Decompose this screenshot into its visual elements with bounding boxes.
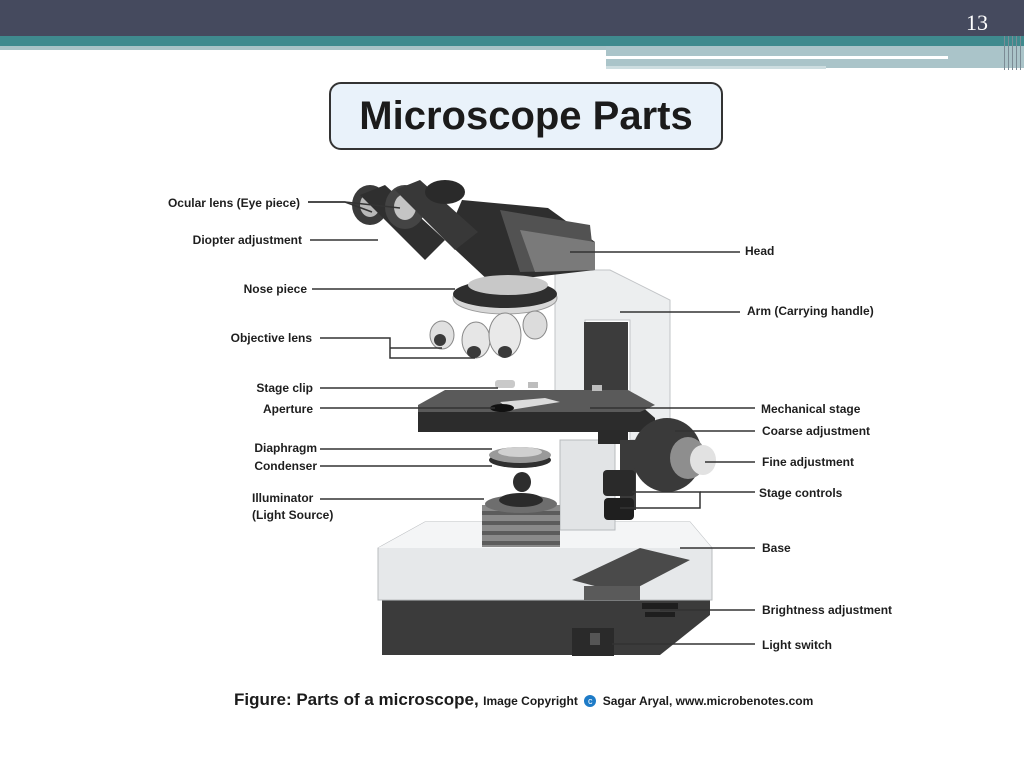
caption-copyright-prefix: Image Copyright — [483, 694, 578, 708]
label-fine-adjustment: Fine adjustment — [762, 455, 855, 469]
caption-copyright-owner: Sagar Aryal, www.microbenotes.com — [602, 694, 814, 708]
label-stage-clip: Stage clip — [256, 381, 313, 395]
header-decorative-lines — [1004, 36, 1024, 70]
objective-lens-drawing — [429, 310, 548, 359]
label-base: Base — [762, 541, 791, 555]
label-arm: Arm (Carrying handle) — [747, 304, 874, 318]
header-accent-strip-left — [0, 46, 606, 50]
copyright-icon: c — [584, 695, 597, 707]
microscope-head — [445, 200, 595, 282]
nosepiece-drawing — [429, 275, 558, 359]
eyepieces-drawing — [352, 180, 478, 260]
figure-caption: Figure: Parts of a microscope, Image Cop… — [234, 690, 813, 710]
condenser-drawing — [489, 447, 551, 468]
label-leader-lines — [308, 201, 755, 645]
label-nose-piece: Nose piece — [243, 282, 307, 296]
label-light-source: (Light Source) — [252, 508, 334, 522]
label-mechanical-stage: Mechanical stage — [761, 402, 861, 416]
microscope-base — [377, 521, 713, 656]
diagram-title: Microscope Parts — [359, 93, 693, 138]
slide-header-bar — [0, 0, 1024, 36]
label-coarse-adjustment: Coarse adjustment — [762, 424, 871, 438]
label-stage-controls: Stage controls — [759, 486, 843, 500]
label-head: Head — [745, 244, 775, 258]
label-condenser: Condenser — [254, 459, 317, 473]
header-accent-line — [606, 56, 948, 59]
focus-knobs-drawing — [603, 418, 716, 520]
label-brightness-adjustment: Brightness adjustment — [762, 603, 893, 617]
header-accent-band — [0, 36, 1024, 46]
diagram-title-box: Microscope Parts — [329, 82, 723, 150]
label-objective-lens: Objective lens — [230, 331, 312, 345]
label-diaphragm: Diaphragm — [254, 441, 317, 455]
label-light-switch: Light switch — [762, 638, 832, 652]
label-diopter-adjustment: Diopter adjustment — [192, 233, 302, 247]
label-aperture: Aperture — [262, 402, 313, 416]
mechanical-stage-drawing — [418, 380, 655, 444]
caption-main: Figure: Parts of a microscope, — [234, 690, 479, 709]
header-accent-line-lower — [606, 66, 826, 69]
label-illuminator: Illuminator — [252, 491, 314, 505]
label-ocular-lens: Ocular lens (Eye piece) — [167, 196, 300, 210]
slide-number: 13 — [966, 10, 988, 35]
illuminator-drawing — [482, 472, 560, 547]
